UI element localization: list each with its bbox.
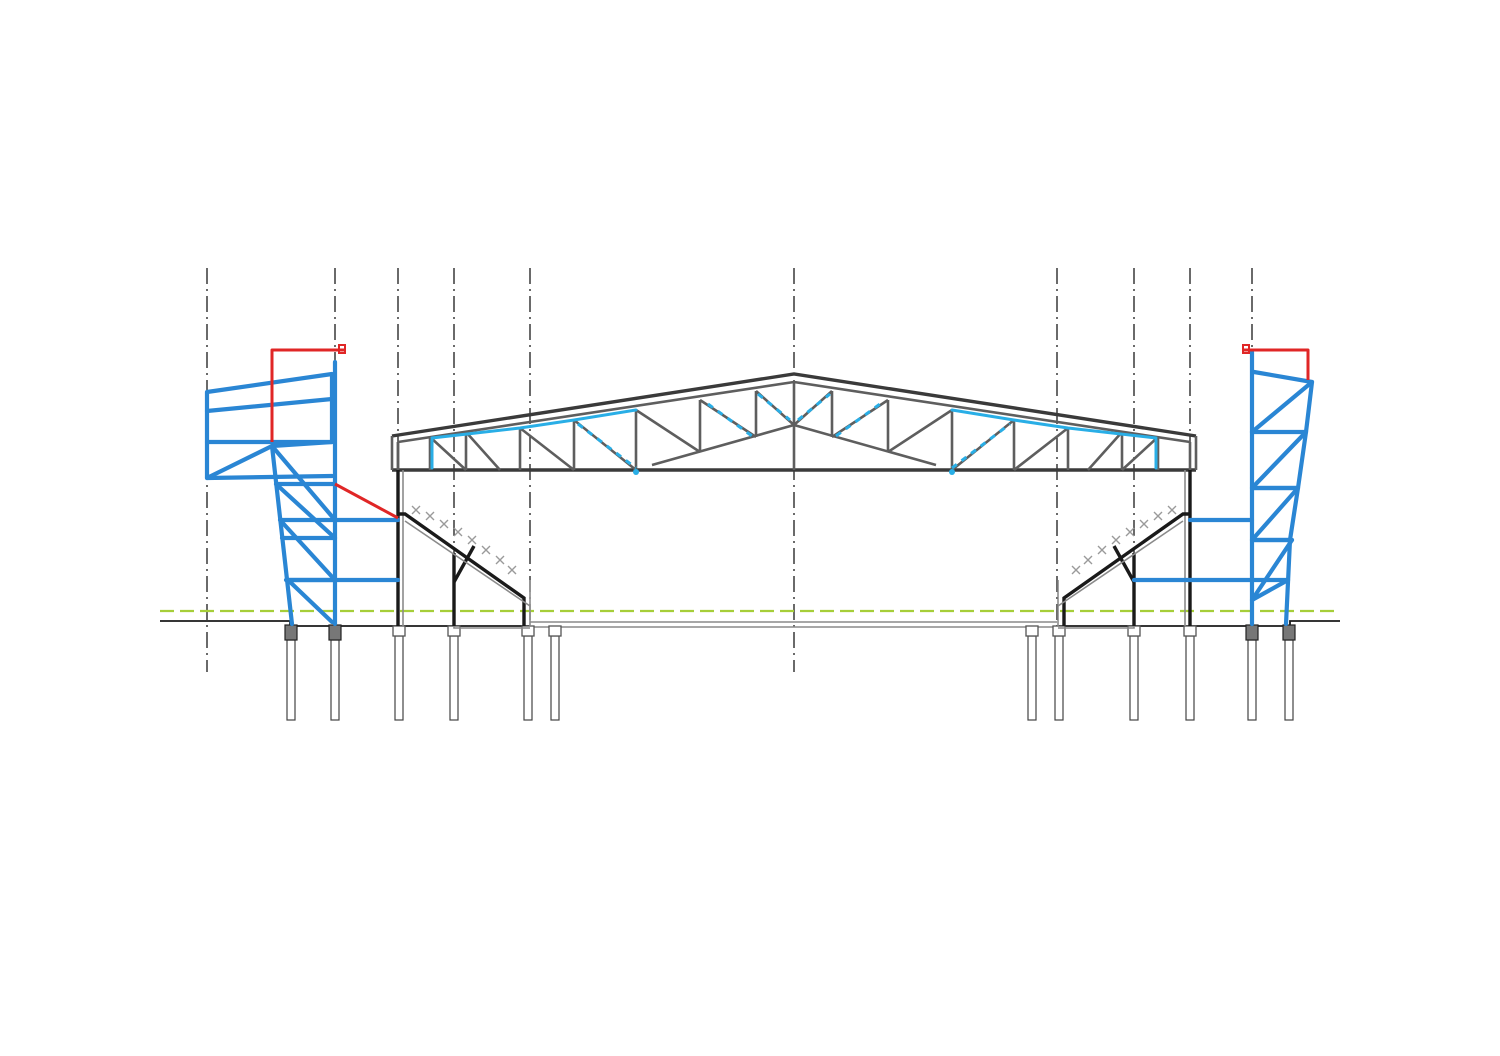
truss-reinforcement — [430, 392, 1158, 475]
footing — [521, 625, 535, 637]
pile — [394, 635, 404, 721]
footing — [548, 625, 562, 637]
railing-left-top — [270, 348, 344, 442]
tower-brace — [273, 481, 338, 541]
stand-step-marks — [411, 505, 517, 575]
stand-rake — [398, 512, 526, 626]
footing — [392, 625, 406, 637]
railing-right-top — [1244, 348, 1310, 380]
tower-bracing — [269, 443, 338, 625]
reinforce-diagonal — [577, 422, 637, 470]
pile — [550, 635, 560, 721]
purlin-line-right — [950, 408, 1158, 440]
footing — [328, 624, 342, 641]
reinforce-node — [633, 469, 639, 475]
purlin-line-left — [430, 408, 638, 440]
stand-brace — [1112, 545, 1136, 583]
railing-cap — [1242, 344, 1250, 354]
existing-frame-right — [1057, 470, 1192, 629]
cantilever-brace — [204, 473, 335, 481]
reinforce-diagonal — [951, 422, 1011, 470]
truss-top-chord — [391, 372, 1197, 438]
roof-truss — [390, 372, 1198, 472]
railing-left-stair — [334, 482, 399, 520]
pile — [449, 635, 459, 721]
ground-line-left — [160, 620, 530, 627]
footing — [1025, 625, 1039, 637]
foundations — [284, 624, 1296, 721]
pile — [1054, 635, 1064, 721]
footing — [284, 624, 298, 641]
tower-column-outer — [1251, 369, 1315, 627]
pile — [1247, 639, 1257, 721]
footing — [1282, 624, 1296, 641]
pile — [1185, 635, 1195, 721]
reinforce-diagonal — [707, 402, 753, 438]
pile — [1284, 639, 1294, 721]
reinforce-node — [949, 469, 955, 475]
cantilever-frame — [204, 439, 335, 481]
new-tower-right — [1131, 349, 1315, 627]
red-railings — [270, 344, 1310, 520]
truss-web-members — [396, 382, 1192, 472]
stand-base — [1058, 626, 1135, 629]
tower-beam — [204, 396, 335, 414]
stand-lower-rake — [404, 520, 531, 607]
pile — [1129, 635, 1139, 721]
footing — [1245, 624, 1259, 641]
stand-brace — [452, 545, 476, 583]
pile — [286, 639, 296, 721]
tower-brace — [1249, 379, 1315, 435]
pile — [1027, 635, 1037, 721]
stand-base — [453, 626, 530, 629]
footing — [1183, 625, 1197, 637]
stand-rake — [1062, 512, 1190, 626]
pile — [523, 635, 533, 721]
pile — [330, 639, 340, 721]
new-tower-left — [204, 359, 401, 627]
tower-column-outer — [269, 443, 295, 627]
existing-frame-left — [396, 470, 531, 629]
reinforce-diagonal — [835, 402, 881, 438]
railing-cap — [338, 344, 346, 354]
tower-bracing — [1249, 429, 1309, 603]
ground-line-right — [1057, 620, 1340, 627]
footing — [1052, 625, 1066, 637]
stand-lower-rake — [1057, 520, 1184, 607]
stand-step-marks — [1071, 505, 1177, 575]
